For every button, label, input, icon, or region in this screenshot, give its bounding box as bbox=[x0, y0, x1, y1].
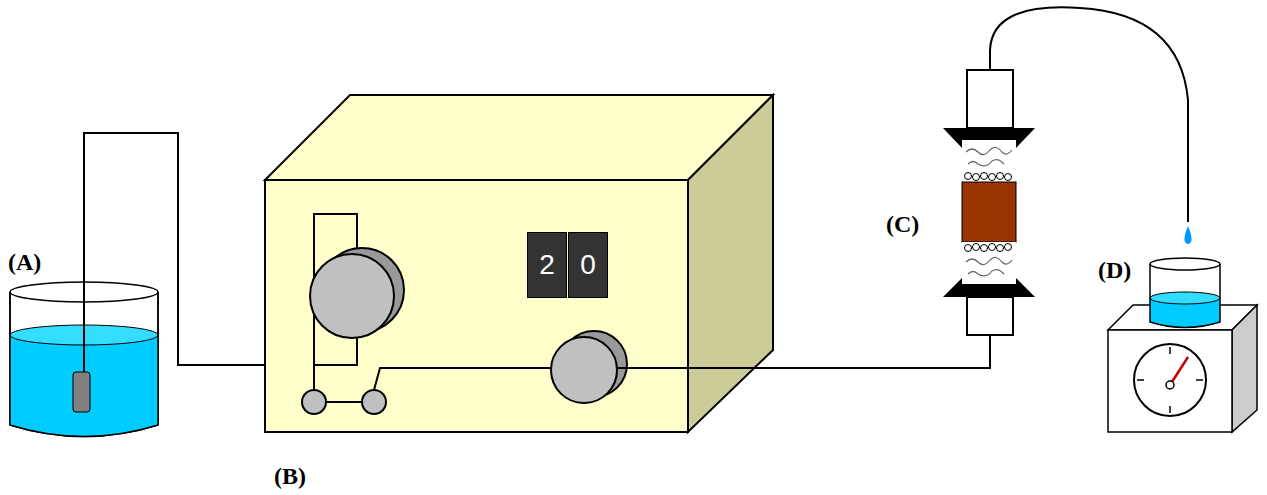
pump-head bbox=[302, 214, 560, 414]
effluent-tube bbox=[990, 7, 1188, 222]
digit-text: 0 bbox=[580, 251, 596, 279]
digit-text: 2 bbox=[539, 251, 555, 279]
display-digit: 0 bbox=[568, 232, 608, 298]
display-digit: 2 bbox=[527, 232, 567, 298]
pump-knob bbox=[551, 331, 627, 403]
packed-column bbox=[943, 70, 1035, 335]
part-label: (B) bbox=[274, 464, 306, 488]
part-label: (A) bbox=[8, 250, 41, 274]
outlet-tube bbox=[617, 335, 990, 368]
part-label: (C) bbox=[886, 212, 919, 236]
pump-housing bbox=[265, 95, 773, 432]
collection-beaker bbox=[1150, 258, 1220, 328]
drop bbox=[1184, 226, 1191, 244]
part-label: (D) bbox=[1098, 258, 1131, 282]
